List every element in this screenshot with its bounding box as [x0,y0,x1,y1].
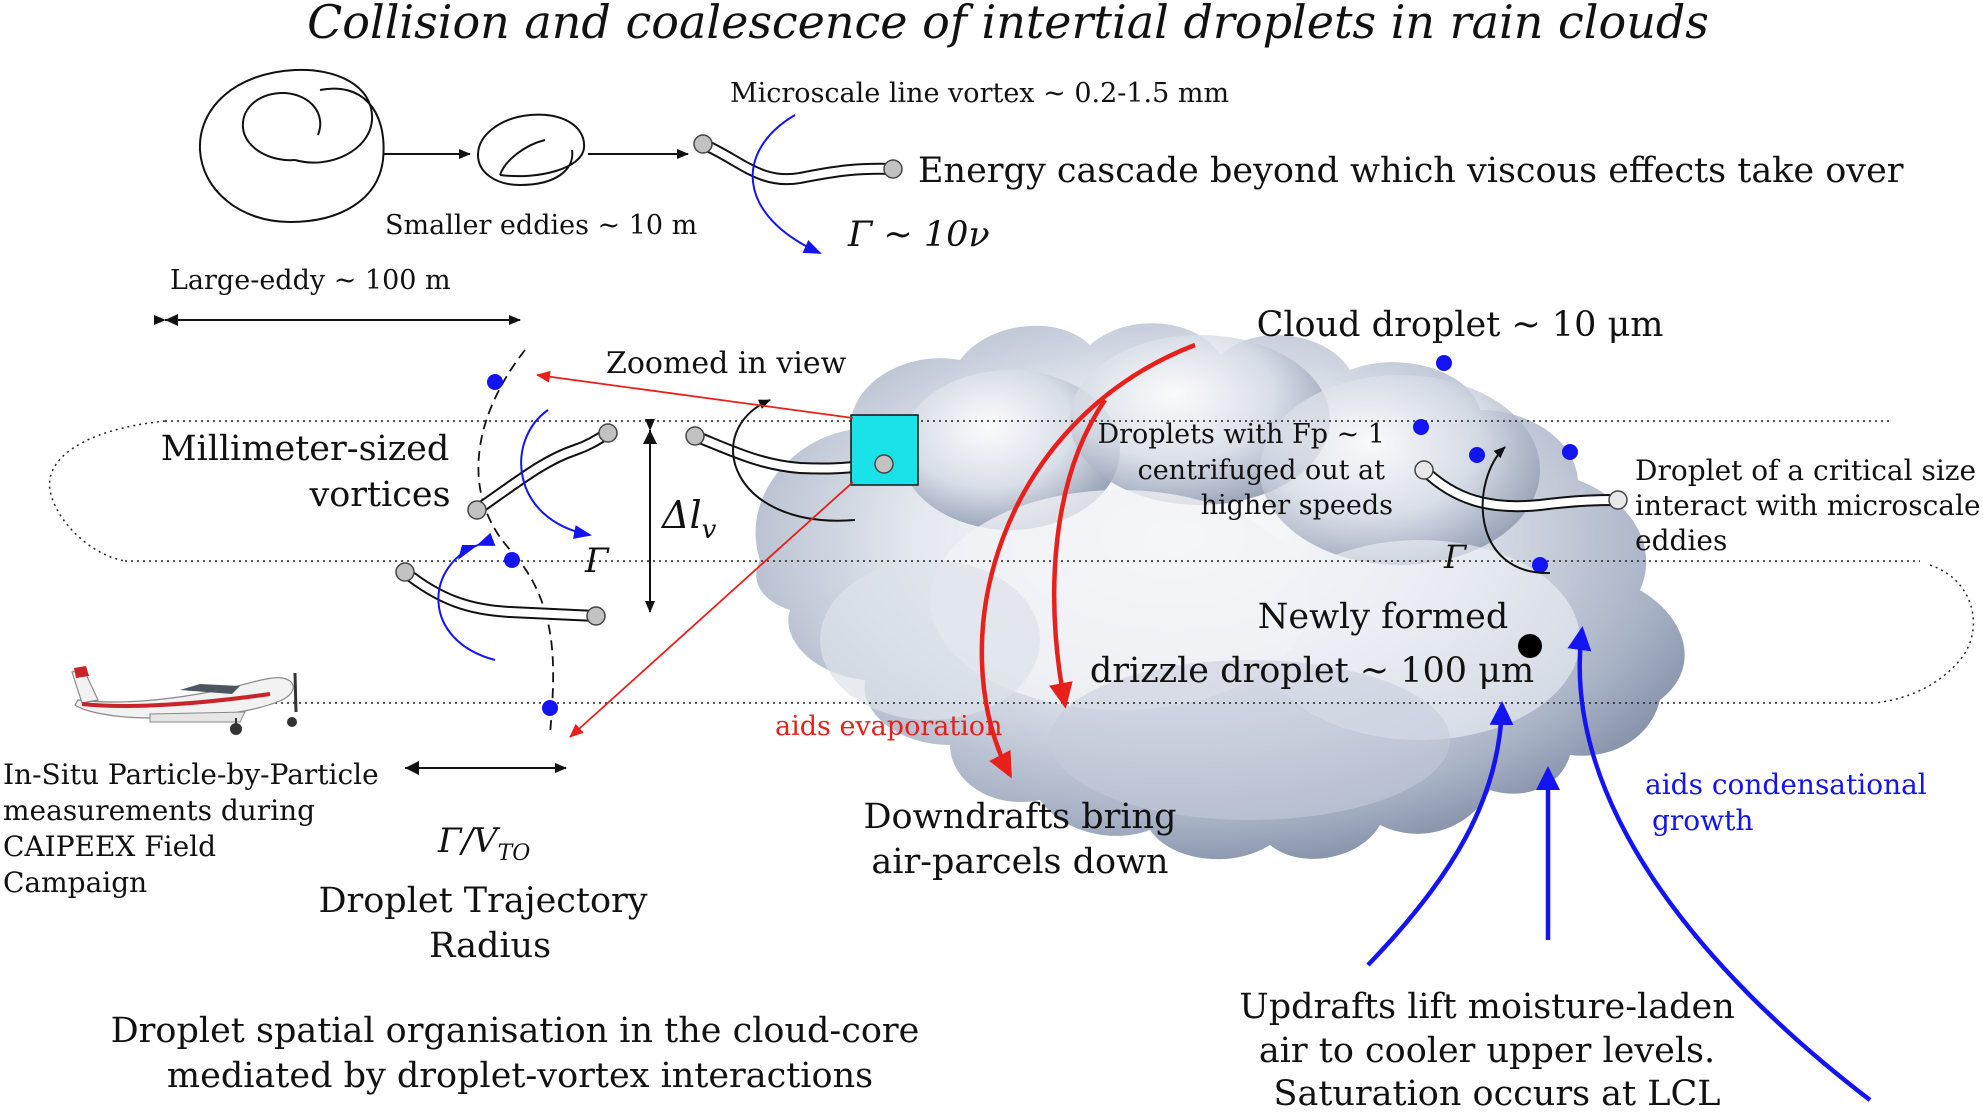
cloud-droplet-dot [1436,355,1452,371]
updrafts-label: Updrafts lift moisture-laden air to cool… [1239,987,1735,1114]
updrafts-label-line: Updrafts lift moisture-laden [1239,987,1735,1027]
zoom-box-vortex-end [874,454,894,474]
droplet-dot [542,700,558,716]
cloud-droplet-dot [1562,444,1578,460]
organisation-caption-line1: Droplet spatial organisation in the clou… [111,1011,920,1051]
droplet-dot [487,374,503,390]
trajectory-label-line2: Radius [429,926,551,966]
trajectory-label-line1: Droplet Trajectory [318,881,647,921]
critical-label-line: eddies [1635,524,1727,557]
updraft-arrow-left[interactable] [1366,701,1514,967]
aids-evaporation-label: aids evaporation [775,711,1002,742]
circulation-10nu-label: Γ ~ 10ν [847,215,990,255]
trajectory-dashed-curve-upper [477,349,555,736]
condensational-label-line2: growth [1652,804,1753,837]
fp-label-line: higher speeds [1201,490,1393,521]
fp-label-line: centrifuged out at [1138,455,1386,486]
cloud-droplet-label: Cloud droplet ~ 10 μm [1257,305,1664,345]
downdraft-arrow-inner[interactable] [1049,398,1107,709]
downdrafts-label-line2: air-parcels down [871,842,1168,882]
millimeter-vortices-label-line2: vortices [308,475,450,515]
critical-label-line: Droplet of a critical size [1635,454,1976,487]
aircraft-caption-line: measurements during [3,794,315,827]
cloud-microscale-vortex [1414,460,1628,513]
zoom-gamma-label: Γ [584,541,610,581]
downdrafts-label-line1: Downdrafts bring [863,797,1176,837]
millimeter-vortex-tube-1 [467,423,618,520]
microscale-line-vortex [693,134,903,186]
aircraft-caption-line: Campaign [3,866,147,899]
diagram-title: Collision and coalescence of intertial d… [307,0,1709,49]
millimeter-vortices-label-line1: Millimeter-sized [161,429,450,469]
large-eddy-spiral-icon [198,68,385,224]
zoom-highlight-box[interactable] [850,414,919,486]
trajectory-ratio-label: Γ/VTO [437,821,530,866]
updraft-arrow-right[interactable] [1567,626,1872,1102]
aircraft-caption-line: In-Situ Particle-by-Particle [3,758,379,791]
large-eddy-label: Large-eddy ~ 100 m [170,265,451,296]
updrafts-label-line: Saturation occurs at LCL [1273,1074,1720,1113]
smaller-eddy-spiral-icon [476,113,586,187]
organisation-caption-line2: mediated by droplet-vortex interactions [167,1056,873,1096]
trajectory-radius-left-head [405,761,419,775]
droplet-dot [504,552,520,568]
rain-cloud-image [755,323,1685,860]
vortex-circulation-head-2 [458,545,478,560]
large-eddy-dimension-left-head [165,314,178,326]
drizzle-label-line2: drizzle droplet ~ 100 μm [1090,651,1534,691]
drizzle-label-line1: Newly formed [1258,597,1508,637]
downdraft-arrow-outer[interactable] [979,342,1196,779]
updrafts-label-line: air to cooler upper levels. [1259,1031,1715,1071]
aircraft-icon [71,666,298,735]
zoom-arrow-upper [536,370,854,419]
fp-droplets-label: Droplets with Fp ~ 1 centrifuged out at … [1097,419,1393,521]
drizzle-droplet-dot [1518,634,1542,658]
critical-label-line: interact with microscale [1635,489,1981,522]
condensational-label-line1: aids condensational [1645,768,1927,801]
critical-size-label: Droplet of a critical size interact with… [1635,454,1981,557]
fp-label-line: Droplets with Fp ~ 1 [1097,419,1385,450]
vortex-circulation-arrow-1 [520,409,592,539]
cloud-gamma-label: Γ [1443,538,1468,576]
aircraft-caption-line: CAIPEEX Field [3,830,216,863]
smaller-eddies-label: Smaller eddies ~ 10 m [385,210,697,241]
delta-l-label: Δlv [660,493,717,545]
millimeter-vortex-tube-2 [395,562,606,626]
cloud-droplet-dot [1469,447,1485,463]
energy-cascade-label: Energy cascade beyond which viscous effe… [918,151,1904,191]
cloud-droplet-dot [1532,557,1548,573]
microscale-circulation-arrow [751,114,822,254]
zoomed-view-label: Zoomed in view [606,346,847,381]
cloud-droplet-dot [1413,419,1429,435]
microscale-label: Microscale line vortex ~ 0.2-1.5 mm [730,78,1229,109]
cloud-vortex-circulation-arrow [1481,446,1551,575]
aircraft-caption: In-Situ Particle-by-Particle measurement… [3,758,379,899]
delta-l-top-head [643,430,657,444]
zoom-arrow-lower [569,481,854,738]
